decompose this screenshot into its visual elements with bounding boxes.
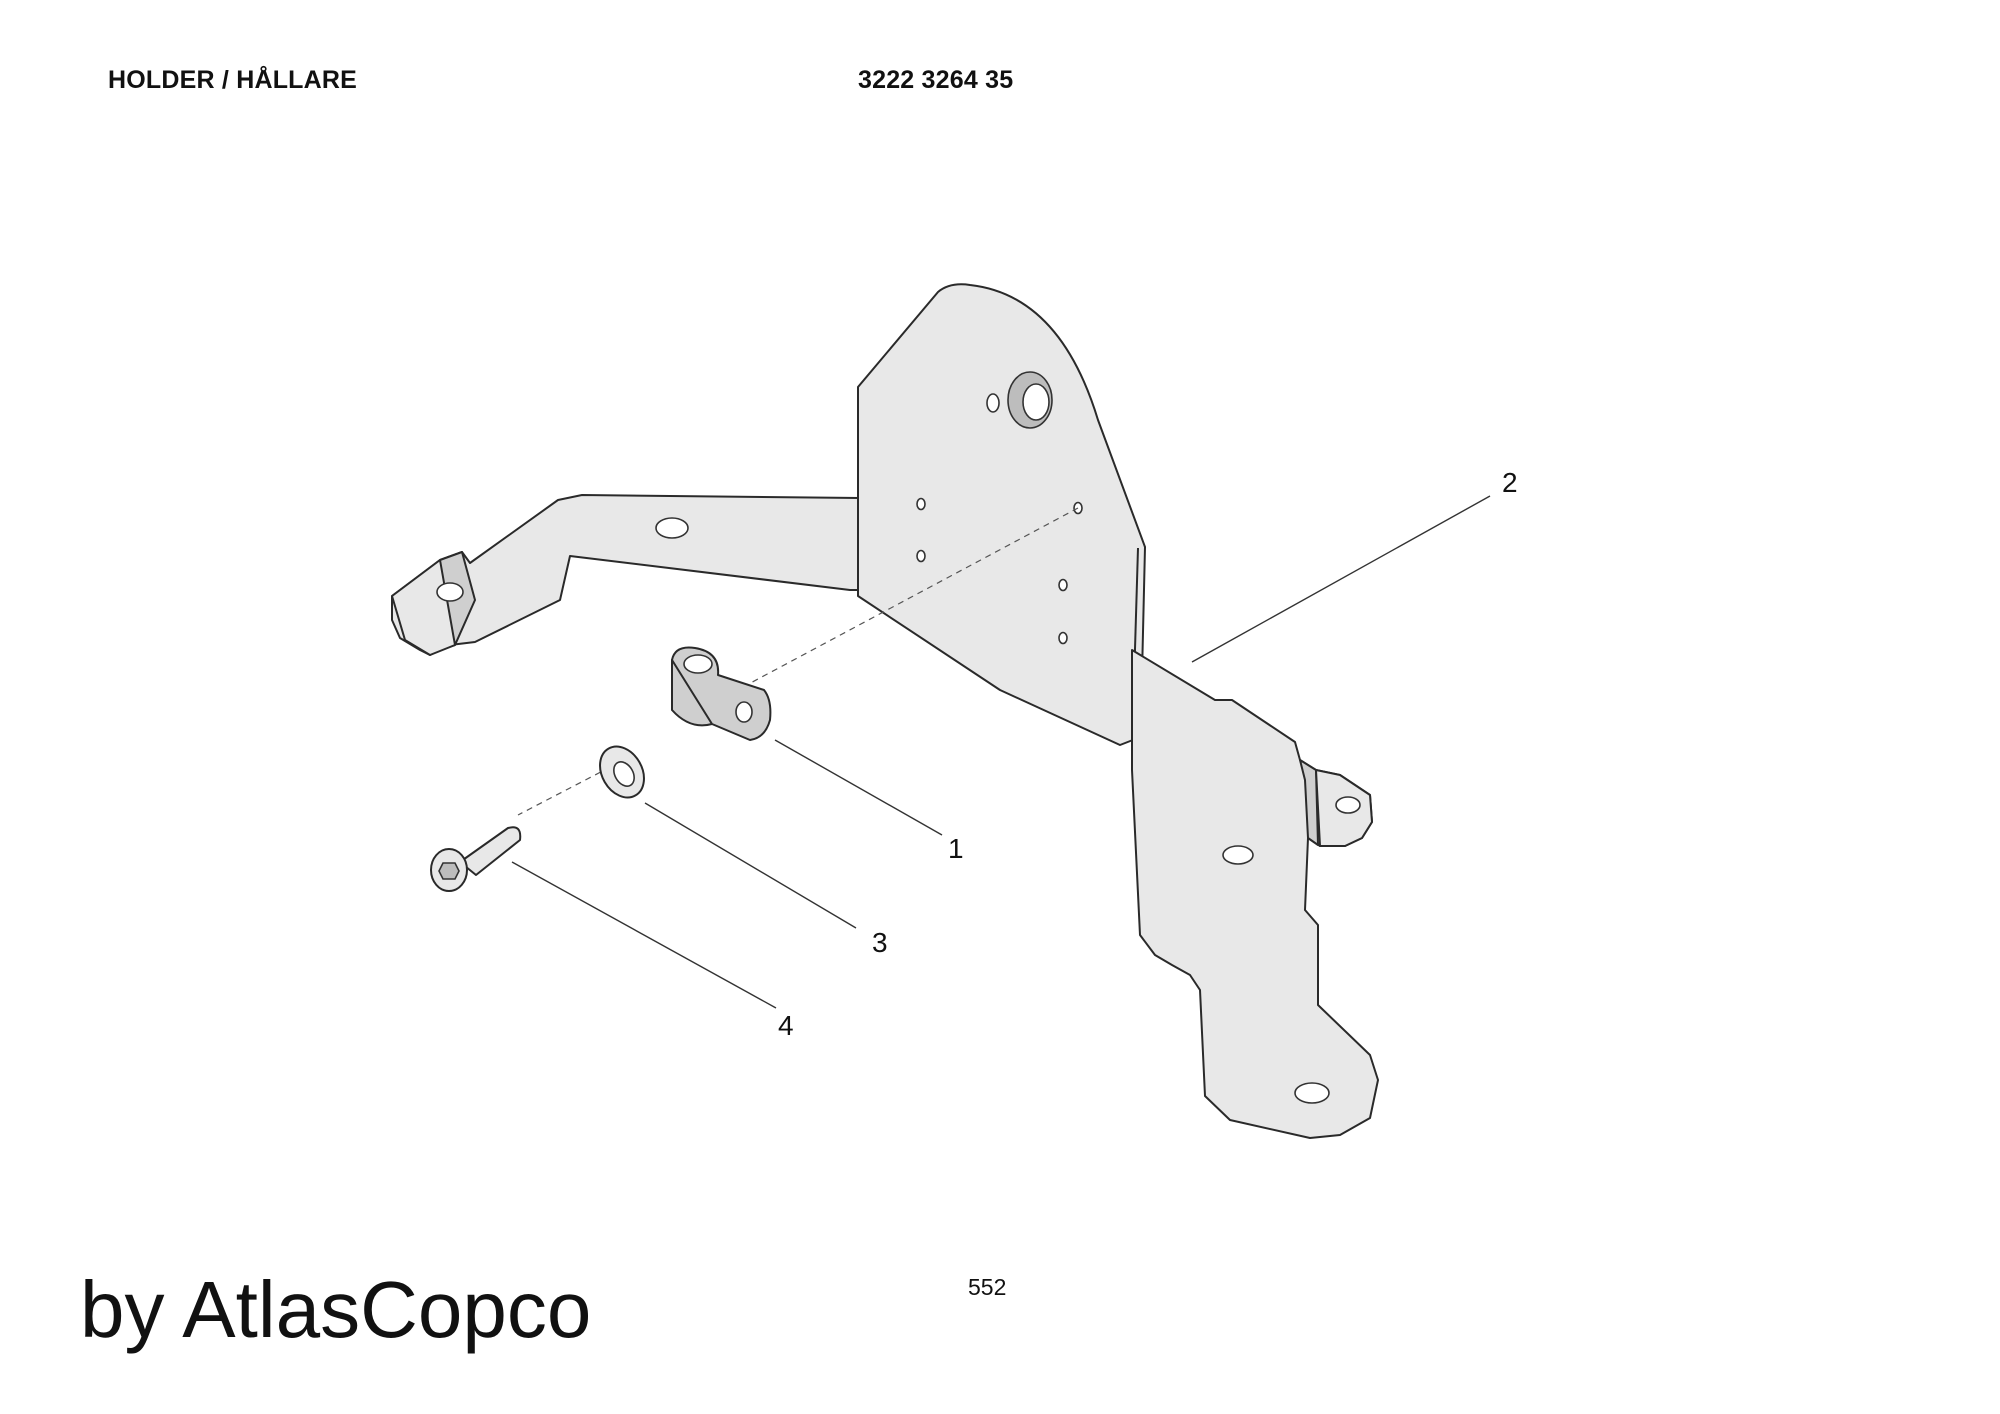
callout-1: 1	[948, 833, 964, 864]
leader-line-3	[644, 802, 857, 929]
callout-2: 2	[1502, 467, 1518, 498]
callout-3: 3	[872, 927, 888, 958]
bracket-part	[391, 283, 1379, 1139]
page-number: 552	[968, 1274, 1007, 1300]
assembly-axis	[517, 507, 1079, 816]
clamp-part	[671, 646, 772, 741]
washer-part	[599, 745, 645, 799]
cap-screw-part	[430, 826, 522, 892]
leader-line-4	[511, 861, 777, 1009]
leader-line-2	[1191, 495, 1491, 663]
part-number: 3222 3264 35	[858, 66, 1014, 94]
brand-text: by AtlasCopco	[80, 1265, 592, 1354]
callout-4: 4	[778, 1010, 794, 1041]
drawing-title: HOLDER / HÅLLARE	[108, 66, 358, 94]
leader-line-1	[774, 739, 943, 836]
